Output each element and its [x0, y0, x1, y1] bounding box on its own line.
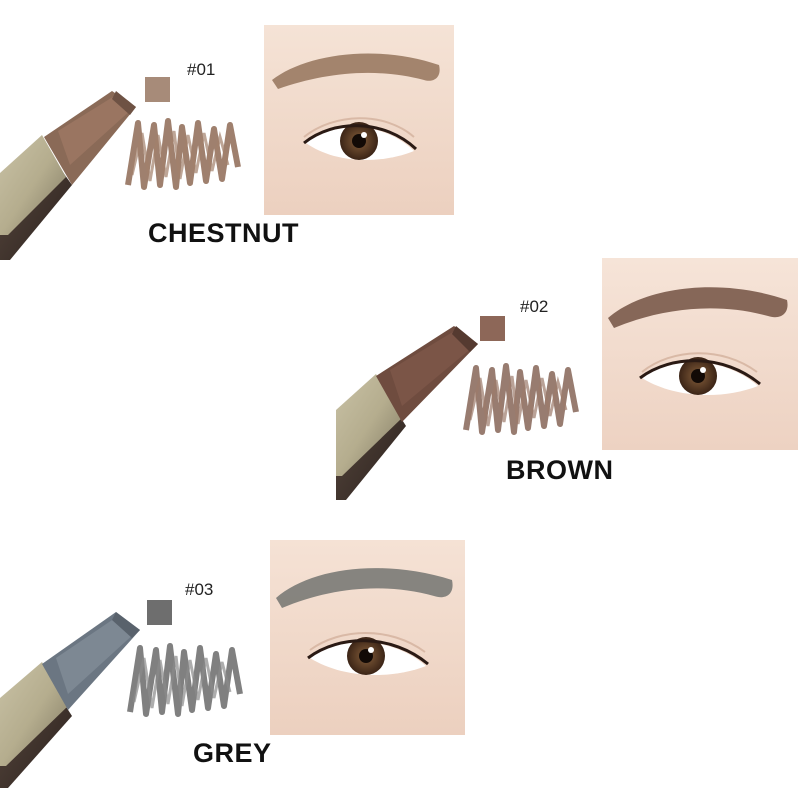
pencil-grey	[0, 612, 140, 788]
shade-name: BROWN	[506, 455, 614, 485]
pencil-brown	[336, 326, 478, 500]
shade-code: #02	[520, 297, 549, 316]
pencil-stroke-sample	[125, 118, 241, 190]
eyebrow-photo	[602, 258, 798, 450]
pencil-stroke-sample	[463, 363, 579, 435]
eyebrow-photo	[264, 25, 454, 215]
shade-swatch	[147, 600, 172, 625]
pencil-chestnut	[0, 91, 136, 260]
pencil-stroke-sample	[127, 643, 243, 717]
eyebrow-photo	[270, 540, 465, 735]
shade-swatch	[145, 77, 170, 102]
pencil-lead	[390, 330, 474, 406]
shade-swatch	[480, 316, 505, 341]
shade-code: #03	[185, 580, 214, 599]
shade-name: CHESTNUT	[148, 218, 299, 248]
pencil-lead	[58, 95, 132, 165]
shade-code: #01	[187, 60, 216, 79]
pencil-lead	[56, 616, 136, 694]
shade-name: GREY	[193, 738, 272, 768]
